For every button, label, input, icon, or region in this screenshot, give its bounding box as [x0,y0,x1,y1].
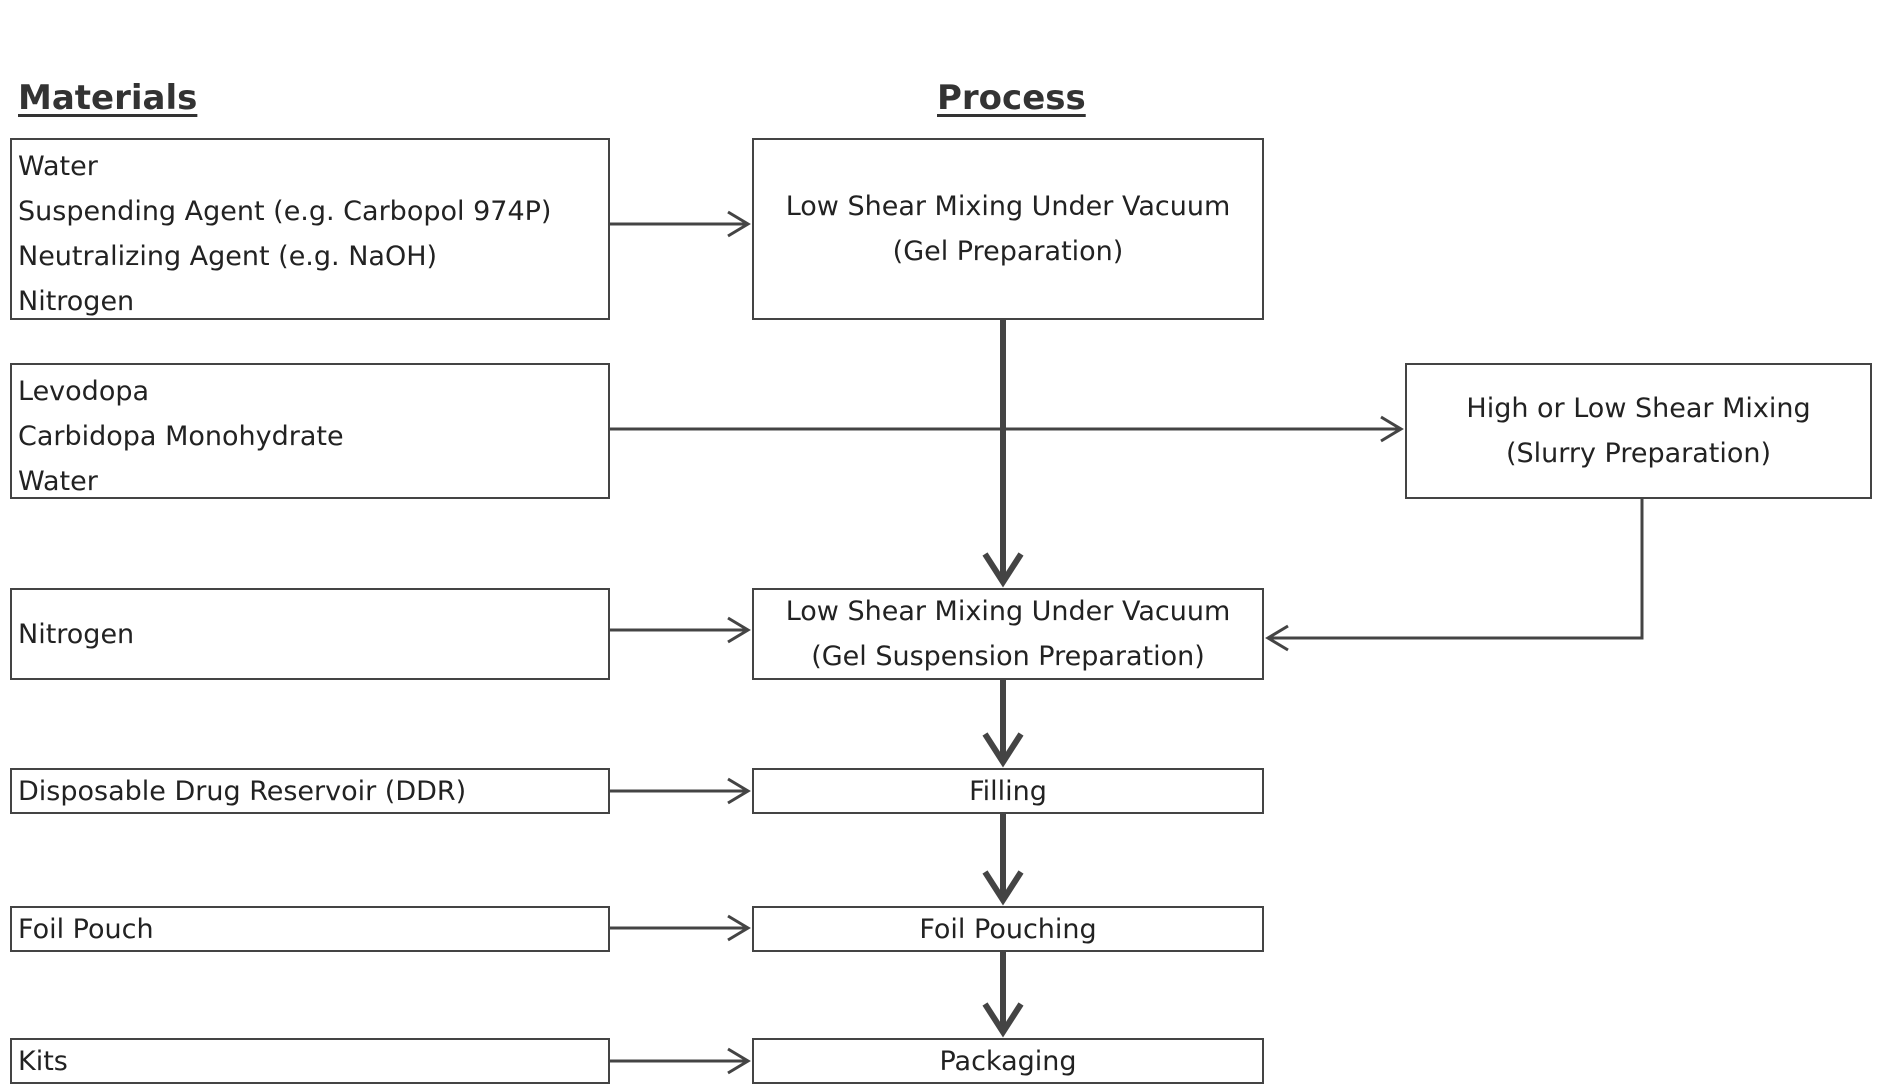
process-flow-arrows [985,320,1021,1032]
material-to-process-arrows [610,212,1642,1073]
arrow-slurry-to-suspension [1268,499,1642,638]
